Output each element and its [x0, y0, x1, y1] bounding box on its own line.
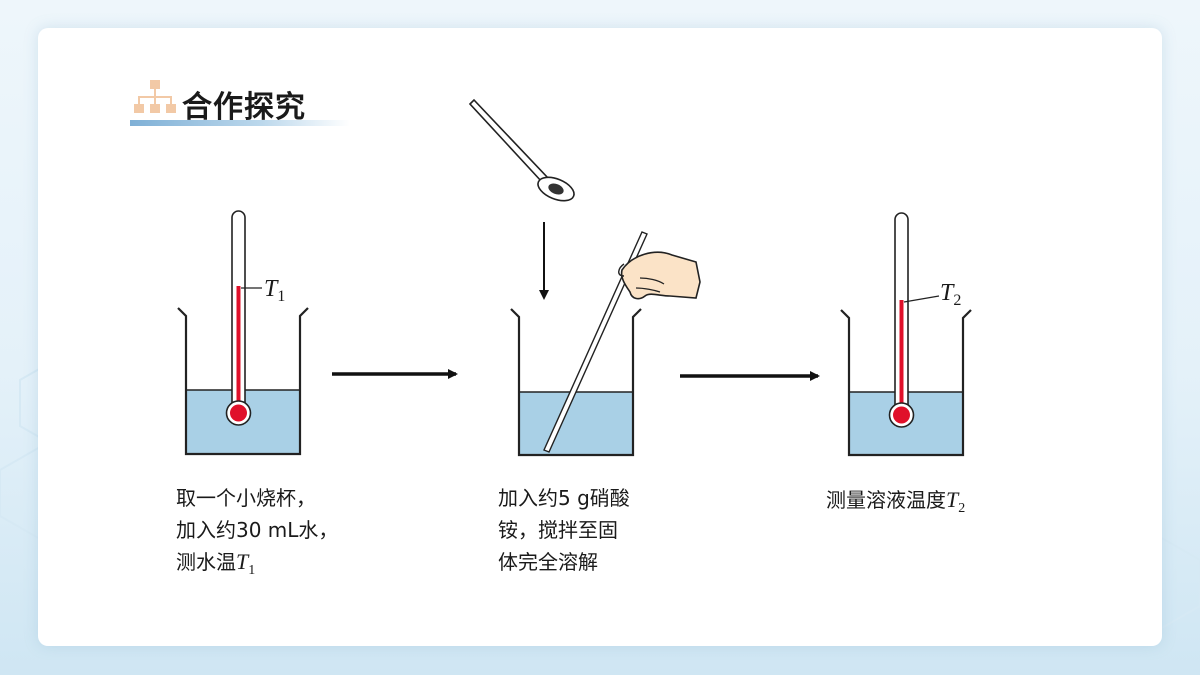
spoon-icon [468, 98, 575, 202]
step-3-caption: 测量溶液温度T2 [826, 487, 966, 516]
thermometer-1-label: T1 [264, 276, 285, 305]
thermometer-2-label: T2 [940, 280, 961, 309]
page-title: 合作探究 [182, 90, 306, 125]
hierarchy-icon [134, 80, 176, 113]
beaker-2 [510, 308, 642, 457]
thermometer-2 [888, 212, 940, 428]
title-underline [130, 120, 350, 126]
step-1-caption: 取一个小烧杯， 加入约30 mL水， 测水温T1 [176, 486, 339, 578]
stirring-rod [543, 231, 648, 453]
step-2-caption: 加入约5 g硝酸 铵，搅拌至固 体完全溶解 [498, 486, 630, 574]
section-header: 合作探究 [130, 78, 360, 128]
thermometer-1 [225, 210, 262, 426]
hand-icon [618, 251, 701, 300]
